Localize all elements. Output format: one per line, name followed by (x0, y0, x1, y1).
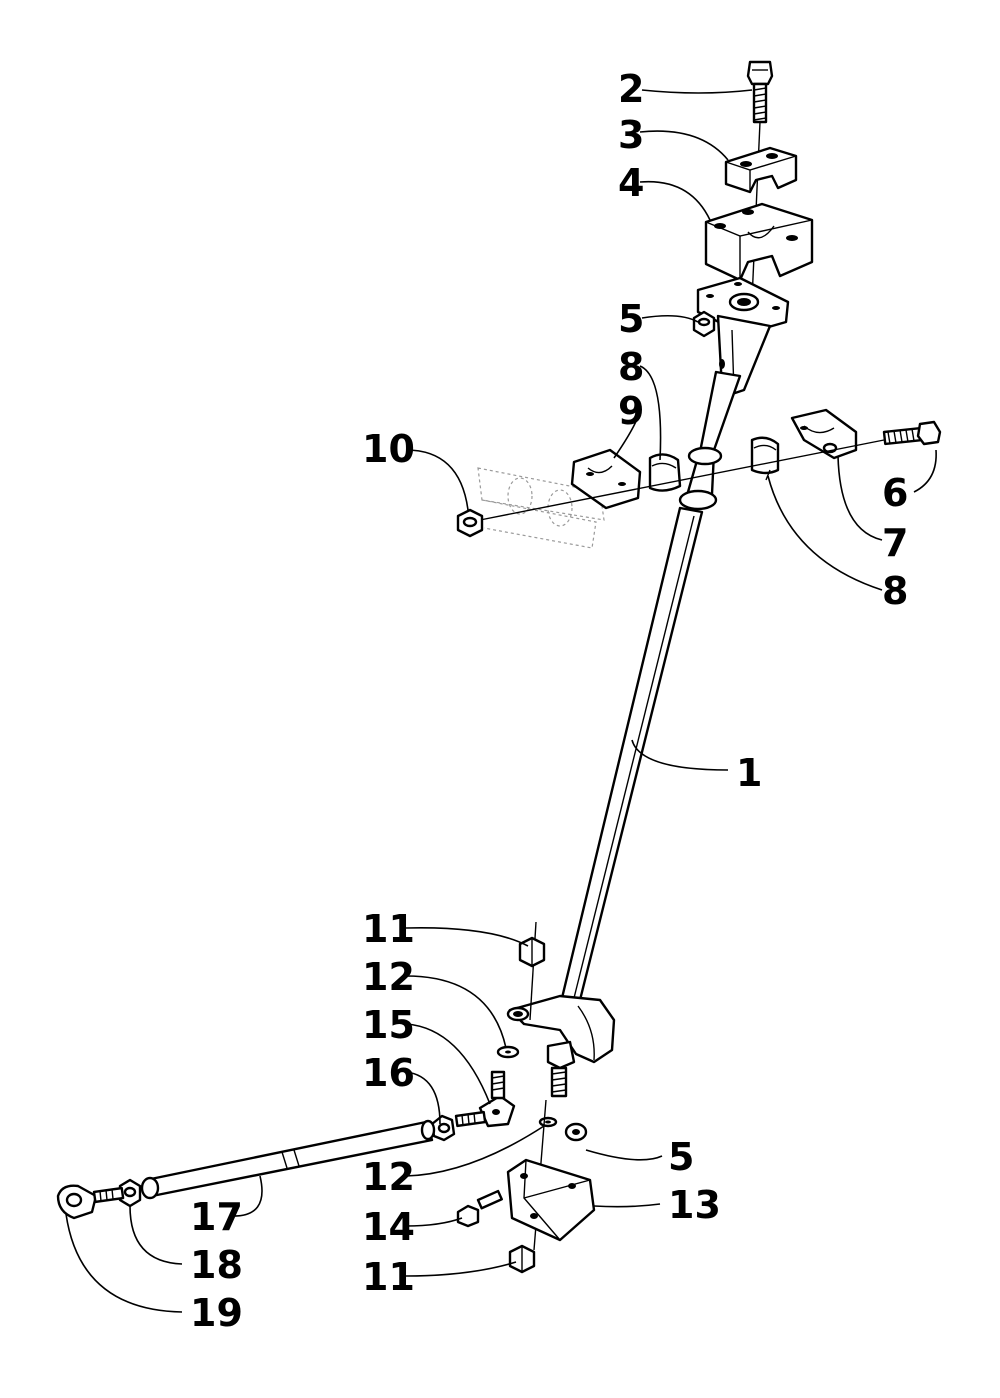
part-bushing-right (750, 436, 780, 481)
part-nut-lower (564, 1122, 588, 1142)
part-washer-upper (496, 1045, 520, 1059)
callout-14: 14 (362, 1205, 415, 1249)
callout-15: 15 (362, 1003, 415, 1047)
callout-4: 4 (618, 161, 644, 205)
part-upper-clamp (724, 146, 798, 194)
part-clamp-right (790, 408, 858, 460)
callout-7: 7 (882, 521, 908, 565)
part-mount-bracket (506, 1158, 596, 1242)
part-pitman-arm (506, 994, 616, 1098)
part-flange-bolt (456, 1189, 503, 1228)
callout-2: 2 (618, 67, 644, 111)
part-nut-upper (692, 310, 716, 338)
part-tie-rod-end-inner (454, 1070, 516, 1128)
callout-11-upper: 11 (362, 907, 415, 951)
part-clamp-left (570, 448, 642, 510)
callout-9: 9 (618, 389, 644, 433)
part-nut-left (456, 508, 484, 538)
callout-8-upper: 8 (618, 345, 644, 389)
callout-6: 6 (882, 471, 908, 515)
callout-5-lower: 5 (668, 1135, 694, 1179)
part-nut-outer (118, 1178, 142, 1208)
part-jam-nut (430, 1114, 456, 1142)
callout-13: 13 (668, 1183, 721, 1227)
callout-10: 10 (362, 427, 415, 471)
part-frame-reference (477, 467, 605, 549)
part-bolt-right (822, 420, 942, 454)
leader-lines (65, 89, 937, 1313)
callout-19: 19 (190, 1291, 243, 1335)
callout-labels: 1 2 3 4 5 5 6 7 8 8 9 10 11 11 12 12 13 … (190, 67, 908, 1335)
part-bolt-axis (479, 439, 885, 521)
callout-12-lower: 12 (362, 1155, 415, 1199)
callout-17: 17 (190, 1195, 243, 1239)
part-lower-clamp (704, 202, 814, 282)
callout-11-lower: 11 (362, 1255, 415, 1299)
callout-1: 1 (736, 751, 762, 795)
part-column-top-plate (696, 276, 790, 396)
part-tie-rod-end-outer (56, 1184, 125, 1220)
part-tie-rod-tube (140, 1119, 436, 1200)
callout-12-upper: 12 (362, 955, 415, 999)
callout-16: 16 (362, 1051, 415, 1095)
part-steering-shaft (560, 370, 742, 1002)
callout-8-lower: 8 (882, 569, 908, 613)
callout-5-upper: 5 (618, 297, 644, 341)
callout-3: 3 (618, 113, 644, 157)
part-locknut-bottom (508, 1244, 536, 1274)
callout-18: 18 (190, 1243, 243, 1287)
